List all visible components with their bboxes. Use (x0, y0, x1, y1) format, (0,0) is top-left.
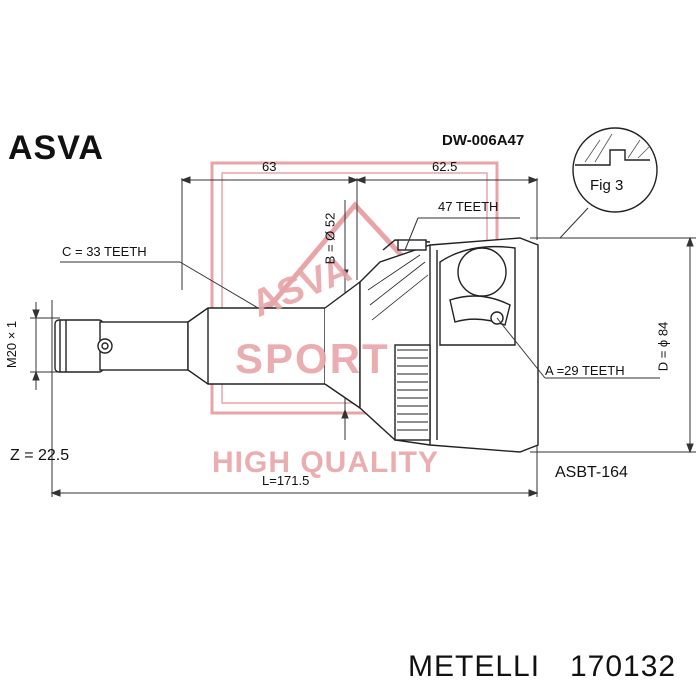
outer-teeth-label: 47 TEETH (438, 199, 499, 214)
dim-63: 63 (262, 159, 277, 174)
c-teeth-label: C = 33 TEETH (62, 244, 147, 259)
d-diameter-label: D = ϕ 84 (655, 321, 671, 372)
watermark-sport: SPORT (235, 335, 390, 382)
fig3-detail (572, 127, 658, 213)
m-thread-label: M20 × 1 (4, 320, 20, 369)
length-label: L=171.5 (262, 473, 310, 488)
z-label: Z = 22.5 (10, 447, 70, 464)
housing (359, 237, 539, 453)
ref-label: ASBT-164 (555, 464, 628, 481)
a-teeth-label: A =29 TEETH (545, 363, 625, 378)
shaft (54, 280, 361, 410)
d-dimension (530, 236, 696, 454)
watermark-high-quality: HIGH QUALITY (212, 446, 439, 479)
threaded-end (54, 319, 104, 373)
m-dimension (30, 302, 60, 390)
part-number: DW-006A47 (442, 132, 525, 149)
length-dimension (50, 300, 539, 497)
fig-label: Fig 3 (590, 177, 624, 194)
footer-code: 170132 (570, 650, 677, 683)
brand-title: ASVA (8, 129, 104, 167)
leader-lines (60, 207, 660, 379)
dim-62-5: 62.5 (432, 159, 458, 174)
spline-shaft (99, 321, 189, 371)
ball (457, 247, 507, 297)
abs-ring (394, 344, 431, 441)
b-diameter-label: B = Ø 52 (322, 212, 338, 265)
clamp-band (397, 239, 427, 251)
top-dimensions (180, 176, 539, 290)
footer-brand: METELLI (408, 650, 541, 683)
